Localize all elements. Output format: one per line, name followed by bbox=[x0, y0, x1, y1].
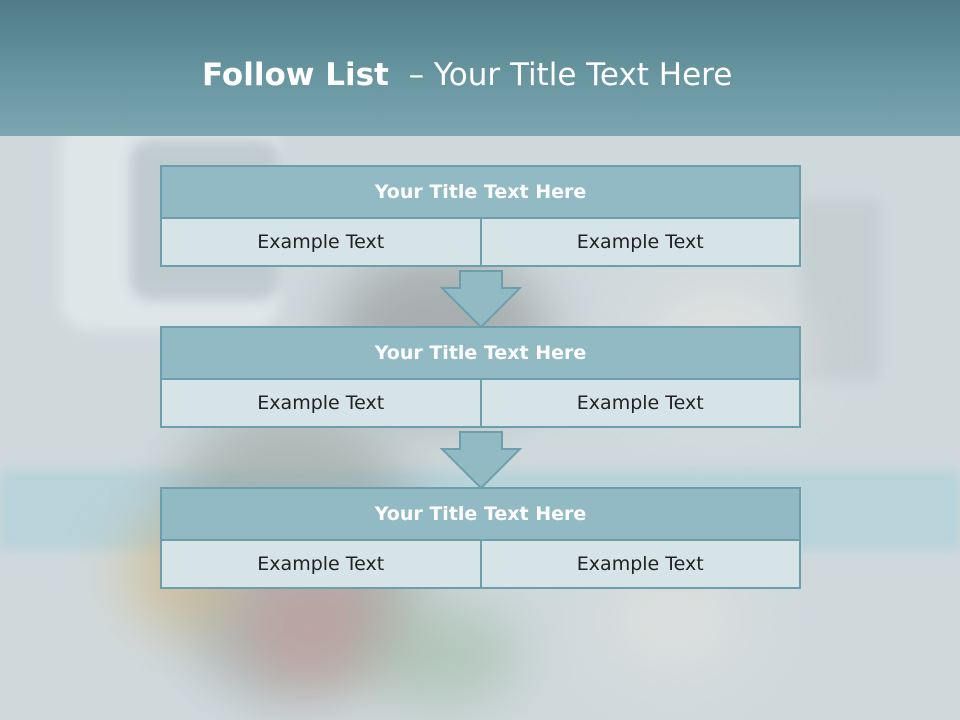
slide-title: Follow List – Your Title Text Here bbox=[202, 55, 732, 95]
down-arrow-icon bbox=[439, 431, 523, 490]
step-cell-right: Example Text bbox=[479, 378, 801, 428]
list-step-1: Your Title Text Here Example Text Exampl… bbox=[160, 165, 801, 267]
step-title: Your Title Text Here bbox=[160, 326, 801, 380]
step-cell-left: Example Text bbox=[160, 217, 482, 267]
list-step-3: Your Title Text Here Example Text Exampl… bbox=[160, 487, 801, 589]
title-bold: Follow List bbox=[202, 57, 389, 93]
step-row: Example Text Example Text bbox=[160, 539, 801, 589]
header-band: Follow List – Your Title Text Here bbox=[0, 0, 960, 136]
title-rest: – Your Title Text Here bbox=[408, 57, 733, 93]
step-cell-left: Example Text bbox=[160, 378, 482, 428]
step-cell-left: Example Text bbox=[160, 539, 482, 589]
step-title: Your Title Text Here bbox=[160, 165, 801, 219]
step-title: Your Title Text Here bbox=[160, 487, 801, 541]
step-row: Example Text Example Text bbox=[160, 217, 801, 267]
step-cell-right: Example Text bbox=[479, 539, 801, 589]
step-cell-right: Example Text bbox=[479, 217, 801, 267]
step-row: Example Text Example Text bbox=[160, 378, 801, 428]
down-arrow-icon bbox=[439, 270, 523, 329]
list-step-2: Your Title Text Here Example Text Exampl… bbox=[160, 326, 801, 428]
